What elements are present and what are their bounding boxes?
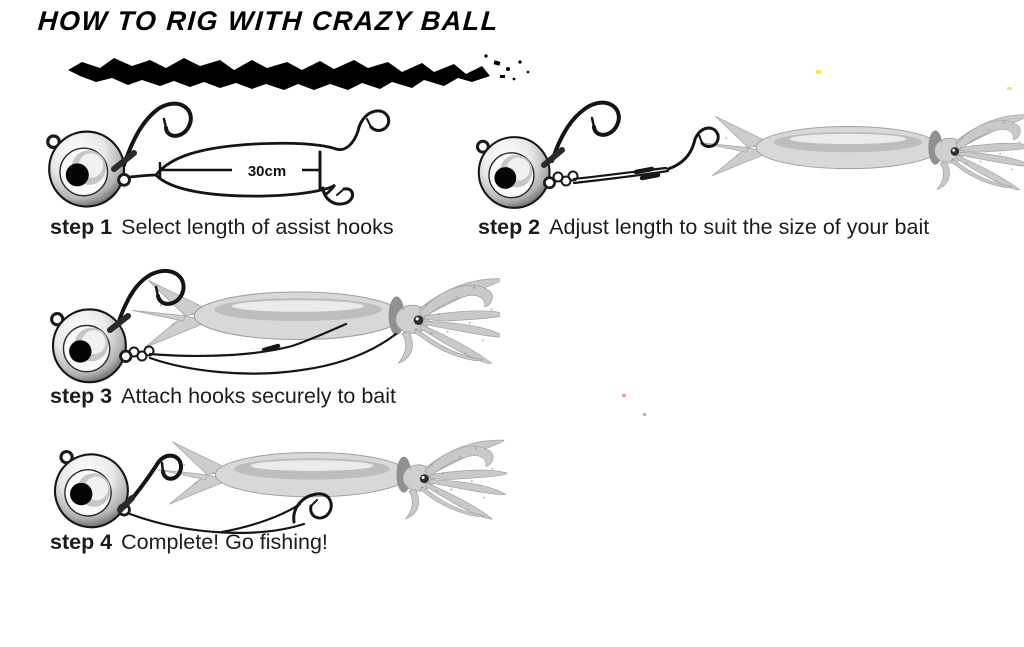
jig-hook-icon — [111, 101, 193, 172]
step-4-caption: step 4 Complete! Go fishing! — [50, 530, 328, 555]
step-1-label: step 1 — [50, 215, 113, 239]
pink-speck — [622, 394, 626, 397]
step-2-caption: step 2 Adjust length to suit the size of … — [478, 215, 929, 240]
step-1-illustration: 30cm — [46, 101, 391, 209]
step-3-text: Attach hooks securely to bait — [121, 384, 397, 408]
jig-head-icon — [44, 444, 143, 538]
dimension-label: 30cm — [248, 163, 286, 180]
jig-head-icon — [475, 135, 557, 210]
rig-cord-line — [572, 166, 670, 185]
step-1-caption: step 1 Select length of assist hooks — [50, 215, 394, 240]
rig-cord-line — [148, 322, 398, 375]
step-2-text: Adjust length to suit the size of your b… — [549, 215, 930, 239]
jig-hook-icon — [107, 268, 186, 333]
knot-icon — [552, 170, 579, 187]
jig-hook-icon — [541, 100, 621, 168]
step-4-label: step 4 — [50, 530, 113, 554]
step-3-caption: step 3 Attach hooks securely to bait — [50, 384, 396, 409]
yellow-speck — [816, 70, 821, 74]
page-title: HOW TO RIG WITH CRAZY BALL — [36, 6, 501, 36]
embedded-hook-icon — [292, 492, 333, 524]
assist-hook-top-icon — [356, 109, 391, 133]
yellow-speck — [1007, 87, 1012, 90]
assist-hook-icon — [666, 126, 720, 171]
step-4-text: Complete! Go fishing! — [121, 530, 328, 554]
rig-cord-line — [128, 502, 306, 534]
step-2-label: step 2 — [478, 215, 541, 239]
step-3-illustration — [50, 268, 500, 384]
step-3-label: step 3 — [50, 384, 113, 408]
step-2-illustration — [475, 100, 1024, 210]
pink-speck — [643, 413, 646, 416]
jig-hook-icon — [117, 453, 183, 513]
squid-bait-icon — [700, 114, 1024, 191]
dimension-line — [158, 162, 319, 178]
assist-hook-loop — [128, 129, 360, 198]
step-4-illustration — [44, 439, 508, 538]
brush-stroke-underline — [68, 54, 530, 90]
assist-hook-bottom-icon — [321, 186, 354, 206]
step-1-text: Select length of assist hooks — [121, 215, 394, 239]
squid-bait-icon — [132, 278, 500, 364]
